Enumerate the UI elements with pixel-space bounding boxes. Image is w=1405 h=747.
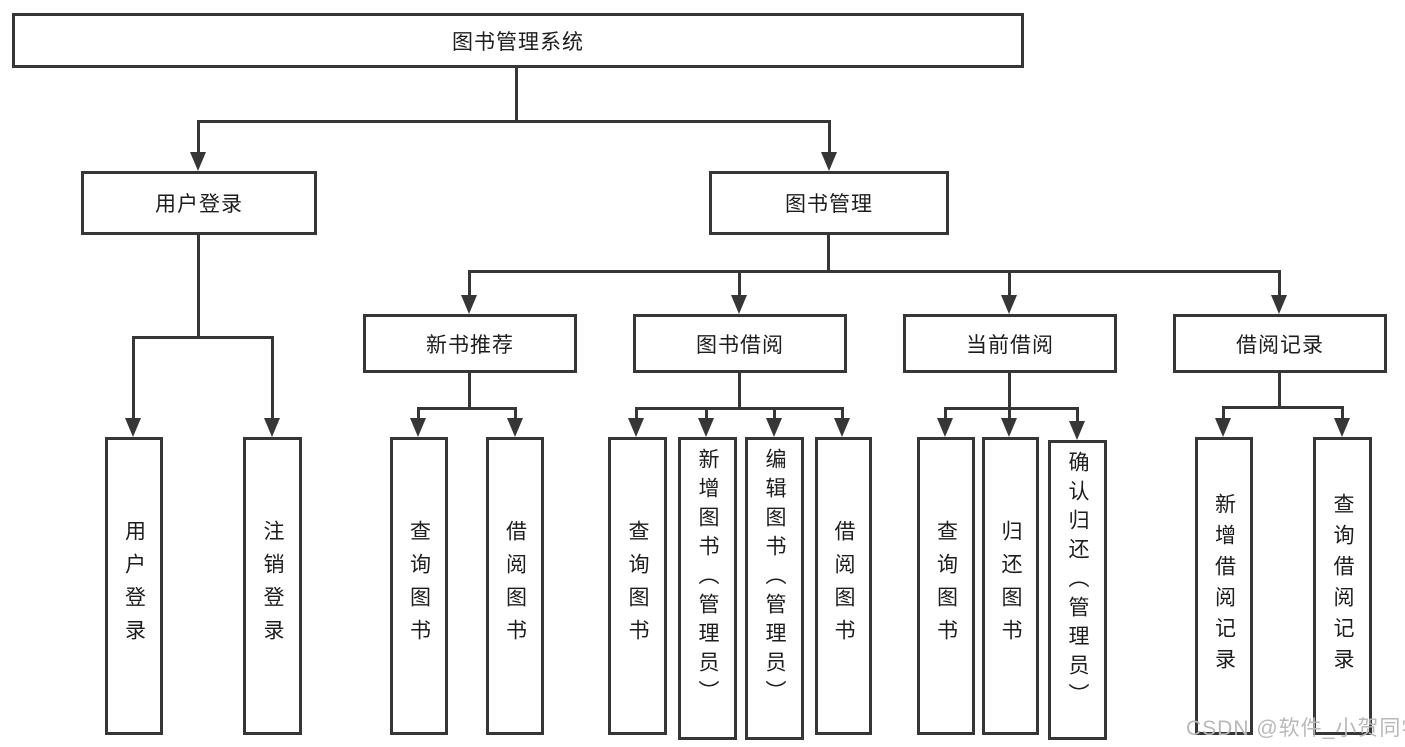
leaf-borrow-book-recommend: 借阅图书 bbox=[486, 437, 544, 735]
leaf-query-borrow-record-label: 查询借阅记录 bbox=[1331, 493, 1354, 679]
leaf-add-book-admin-label: 新增图书（管理员） bbox=[696, 448, 719, 709]
connector-line bbox=[828, 120, 831, 154]
node-new-book-recommend: 新书推荐 bbox=[363, 314, 577, 373]
node-current-borrow-label: 当前借阅 bbox=[966, 333, 1054, 357]
arrow-down-icon bbox=[1001, 418, 1017, 437]
connector-line bbox=[635, 407, 638, 420]
node-root-label: 图书管理系统 bbox=[452, 30, 584, 54]
connector-line bbox=[827, 235, 830, 270]
node-borrow-record-label: 借阅记录 bbox=[1236, 333, 1324, 357]
leaf-user-login-label: 用户登录 bbox=[122, 520, 146, 652]
connector-line bbox=[197, 120, 831, 123]
connector-line bbox=[773, 407, 776, 420]
arrow-down-icon bbox=[1069, 421, 1085, 440]
arrow-down-icon bbox=[821, 152, 837, 171]
leaf-query-book-recommend-label: 查询图书 bbox=[407, 520, 431, 652]
arrow-down-icon bbox=[1271, 295, 1287, 314]
leaf-add-borrow-record-label: 新增借阅记录 bbox=[1212, 493, 1236, 679]
node-book-borrow-label: 图书借阅 bbox=[696, 333, 784, 357]
connector-line bbox=[132, 336, 274, 339]
connector-line bbox=[417, 407, 420, 420]
connector-line bbox=[635, 407, 844, 410]
leaf-add-borrow-record: 新增借阅记录 bbox=[1195, 437, 1253, 735]
connector-line bbox=[1222, 406, 1344, 409]
arrow-down-icon bbox=[628, 418, 644, 437]
leaf-query-book-current: 查询图书 bbox=[917, 437, 975, 735]
connector-line bbox=[468, 270, 471, 297]
leaf-return-book: 归还图书 bbox=[982, 437, 1039, 735]
node-root: 图书管理系统 bbox=[12, 13, 1024, 68]
arrow-down-icon bbox=[190, 152, 206, 171]
connector-line bbox=[132, 336, 135, 420]
leaf-query-borrow-record: 查询借阅记录 bbox=[1313, 437, 1372, 735]
leaf-borrow-book-label: 借阅图书 bbox=[832, 520, 855, 652]
connector-line bbox=[738, 373, 741, 407]
node-book-management-label: 图书管理 bbox=[785, 193, 873, 216]
arrow-down-icon bbox=[1001, 295, 1017, 314]
leaf-query-book-recommend: 查询图书 bbox=[390, 437, 448, 735]
leaf-borrow-book: 借阅图书 bbox=[815, 437, 872, 735]
connector-line bbox=[1008, 270, 1011, 297]
arrow-down-icon bbox=[766, 418, 782, 437]
connector-line bbox=[468, 373, 471, 407]
node-user-login-label: 用户登录 bbox=[155, 193, 243, 216]
leaf-logout-label: 注销登录 bbox=[261, 520, 284, 652]
leaf-logout: 注销登录 bbox=[243, 437, 302, 735]
connector-line bbox=[1076, 407, 1079, 422]
node-current-borrow: 当前借阅 bbox=[903, 314, 1117, 373]
connector-line bbox=[514, 407, 517, 420]
leaf-add-book-admin: 新增图书（管理员） bbox=[678, 437, 737, 740]
arrow-down-icon bbox=[507, 418, 523, 437]
connector-line bbox=[417, 407, 517, 410]
connector-line bbox=[1008, 407, 1011, 420]
leaf-return-book-label: 归还图书 bbox=[999, 520, 1022, 652]
arrow-down-icon bbox=[410, 418, 426, 437]
arrow-down-icon bbox=[1334, 418, 1350, 437]
connector-line bbox=[841, 407, 844, 420]
node-book-borrow: 图书借阅 bbox=[633, 314, 847, 373]
connector-line bbox=[705, 407, 708, 420]
leaf-edit-book-admin-label: 编辑图书（管理员） bbox=[763, 448, 786, 709]
arrow-down-icon bbox=[834, 418, 850, 437]
arrow-down-icon bbox=[461, 295, 477, 314]
connector-line bbox=[468, 270, 1281, 273]
connector-line bbox=[197, 235, 200, 336]
leaf-edit-book-admin: 编辑图书（管理员） bbox=[745, 437, 804, 740]
leaf-confirm-return-admin: 确认归还（管理员） bbox=[1048, 440, 1107, 740]
node-new-book-recommend-label: 新书推荐 bbox=[426, 333, 514, 357]
connector-line bbox=[738, 270, 741, 297]
leaf-query-book-current-label: 查询图书 bbox=[934, 520, 958, 652]
connector-line bbox=[944, 407, 947, 420]
connector-line bbox=[1341, 406, 1344, 420]
connector-line bbox=[1278, 373, 1281, 406]
node-book-management: 图书管理 bbox=[709, 171, 949, 235]
connector-line bbox=[944, 407, 1079, 410]
leaf-user-login: 用户登录 bbox=[105, 437, 163, 735]
connector-line bbox=[515, 68, 518, 120]
arrow-down-icon bbox=[264, 418, 280, 437]
arrow-down-icon bbox=[125, 418, 141, 437]
leaf-query-book-borrow-label: 查询图书 bbox=[626, 520, 649, 652]
arrow-down-icon bbox=[1215, 418, 1231, 437]
connector-line bbox=[1222, 406, 1225, 420]
arrow-down-icon bbox=[731, 295, 747, 314]
leaf-borrow-book-recommend-label: 借阅图书 bbox=[503, 520, 527, 652]
node-borrow-record: 借阅记录 bbox=[1173, 314, 1387, 373]
connector-line bbox=[271, 336, 274, 420]
csdn-watermark: CSDN @软件_小贺同学 bbox=[1186, 717, 1405, 740]
connector-line bbox=[1278, 270, 1281, 297]
connector-line bbox=[197, 120, 200, 154]
arrow-down-icon bbox=[698, 418, 714, 437]
leaf-query-book-borrow: 查询图书 bbox=[608, 437, 667, 735]
arrow-down-icon bbox=[937, 418, 953, 437]
node-user-login: 用户登录 bbox=[81, 171, 317, 235]
leaf-confirm-return-admin-label: 确认归还（管理员） bbox=[1066, 451, 1089, 712]
connector-line bbox=[1008, 373, 1011, 407]
